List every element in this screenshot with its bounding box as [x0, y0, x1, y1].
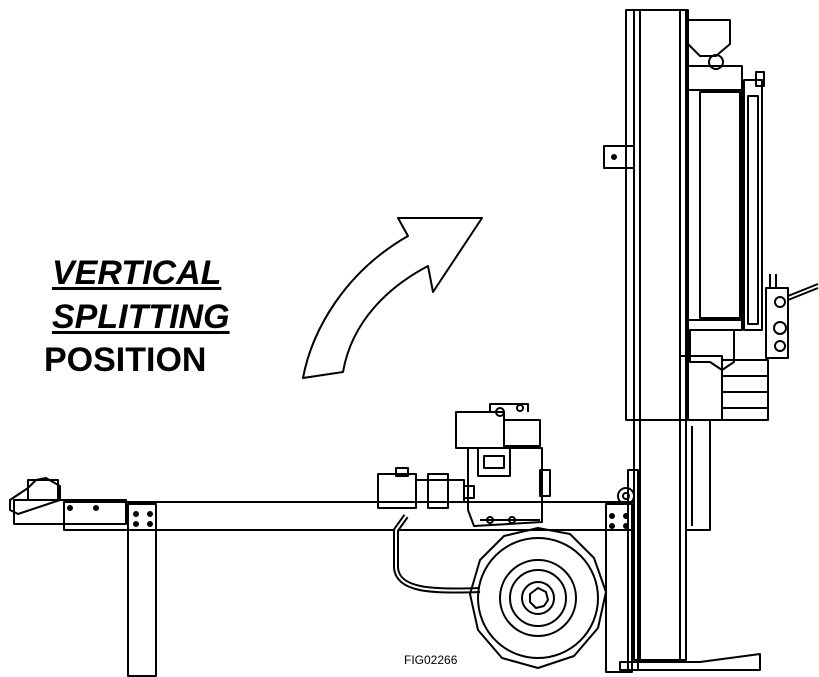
hinge-pin — [617, 487, 635, 505]
wedge — [679, 329, 769, 421]
hydraulic-hose — [393, 514, 481, 594]
top-bracket — [687, 19, 731, 70]
wheel-icon — [469, 527, 607, 669]
rotation-arrow-icon — [302, 217, 483, 379]
control-valve — [765, 274, 819, 359]
pump — [377, 467, 475, 509]
label-position: POSITION — [44, 341, 207, 379]
front-stand — [127, 503, 157, 677]
label-vertical: VERTICAL — [52, 254, 222, 292]
label-splitting: SPLITTING — [52, 298, 230, 336]
engine-icon — [455, 403, 551, 527]
foot-plate — [685, 419, 711, 531]
side-bracket — [603, 145, 635, 169]
hydraulic-cylinder — [687, 65, 765, 331]
hitch-icon — [9, 477, 127, 525]
figure-id: FIG02266 — [404, 653, 458, 667]
